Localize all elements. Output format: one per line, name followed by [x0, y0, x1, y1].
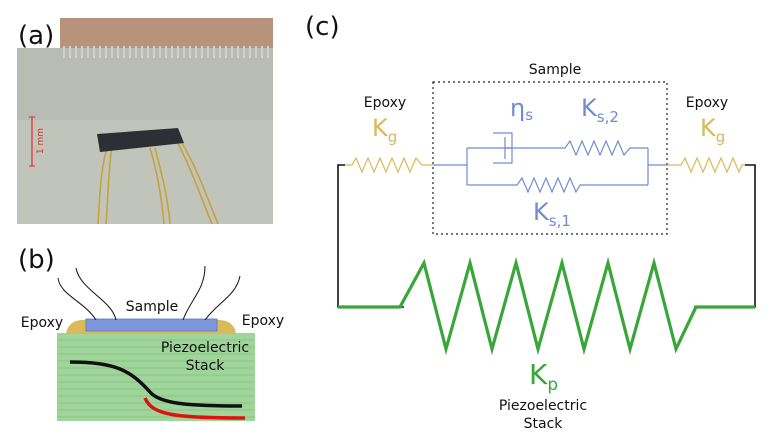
photo-top-left-white — [17, 18, 60, 48]
panel-label-a: (a) — [18, 21, 54, 51]
panel-c: (c) Sample Epoxy Epoxy — [305, 12, 756, 432]
panel-label-c: (c) — [305, 12, 340, 42]
wire-red — [143, 397, 246, 420]
stack-label-c-line1: Piezoelectric — [499, 398, 587, 414]
kp-label: Kp — [529, 358, 558, 395]
frame-right — [694, 164, 756, 308]
photo-wires — [97, 139, 219, 225]
photo-top-band — [60, 18, 273, 48]
epoxy-label-left-b: Epoxy — [21, 315, 63, 331]
sample-network — [433, 132, 668, 194]
photo-sample-chip — [97, 128, 184, 152]
kg-label-left: Kg — [372, 114, 397, 146]
piezo-stack-stripes — [57, 339, 255, 418]
spring-kg-right — [668, 156, 745, 174]
panel-a: 1 mm (a) — [17, 18, 273, 225]
sample-label-c: Sample — [529, 62, 582, 78]
kg-label-right: Kg — [700, 114, 725, 146]
sample-label-b: Sample — [126, 299, 179, 315]
sample-box — [432, 81, 668, 235]
epoxy-label-left-c: Epoxy — [364, 95, 406, 111]
ks1-label: Ks,1 — [533, 198, 571, 230]
scale-bar-label: 1 mm — [36, 128, 46, 154]
stack-label-b-line2: Stack — [186, 358, 226, 374]
spring-kg-left — [345, 156, 433, 174]
stack-label-c-line2: Stack — [524, 416, 564, 432]
panel-b: (b) Sample Epoxy Epoxy Piezoelectric Sta… — [18, 245, 284, 421]
wire-black — [69, 360, 243, 408]
panel-label-b: (b) — [18, 245, 55, 275]
sample-wires — [57, 265, 241, 321]
epoxy-label-right-c: Epoxy — [686, 95, 728, 111]
ks2-label: Ks,2 — [581, 94, 619, 126]
sample-bar — [85, 318, 218, 332]
eta-label: ηs — [510, 94, 533, 124]
stack-label-b-line1: Piezoelectric — [161, 340, 249, 356]
photo-connector-pins — [63, 46, 269, 58]
epoxy-label-right-b: Epoxy — [242, 313, 284, 329]
spring-kp — [338, 256, 755, 356]
frame-left — [337, 164, 404, 308]
